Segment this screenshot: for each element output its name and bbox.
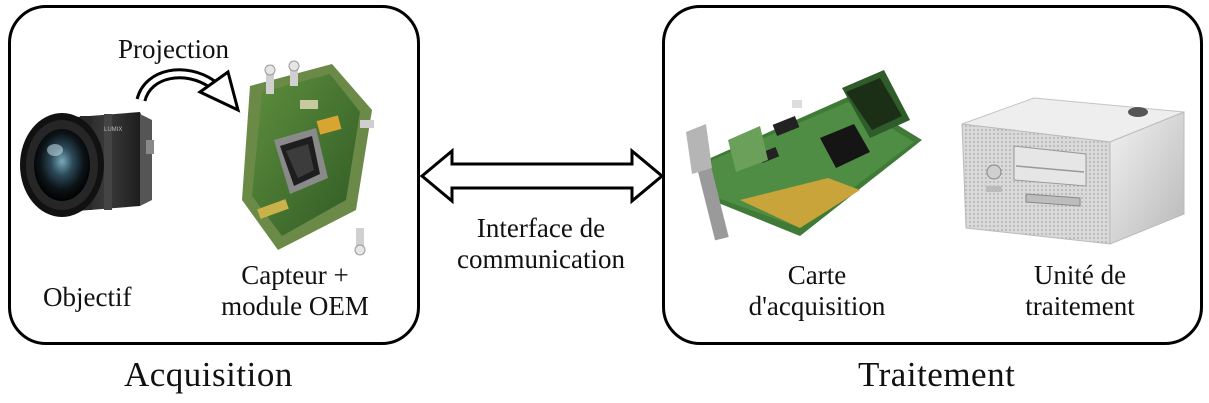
processing-title: Traitement bbox=[858, 355, 1016, 394]
card-label-line1: Carte bbox=[787, 260, 847, 290]
projection-label: Projection bbox=[118, 34, 229, 64]
lens-label: Objectif bbox=[43, 282, 132, 312]
unit-label-line2: traitement bbox=[1025, 290, 1135, 321]
bidirectional-arrow bbox=[419, 147, 665, 205]
acquisition-title: Acquisition bbox=[124, 355, 293, 394]
card-label: Carte d'acquisition bbox=[737, 260, 897, 321]
card-label-line2: d'acquisition bbox=[748, 290, 886, 321]
unit-label: Unité de traitement bbox=[1000, 260, 1160, 321]
sensor-module-image bbox=[242, 60, 374, 256]
interface-label-line1: Interface de bbox=[476, 213, 606, 243]
interface-label: Interface de communication bbox=[446, 213, 636, 274]
lens-image: LUMIX bbox=[20, 112, 154, 217]
sensor-label-line1: Capteur + bbox=[241, 260, 349, 290]
sensor-label-line2: module OEM bbox=[221, 290, 369, 321]
acquisition-card-image bbox=[686, 70, 922, 241]
projection-arrow bbox=[135, 68, 241, 113]
unit-label-line1: Unité de bbox=[1033, 260, 1127, 290]
sensor-label: Capteur + module OEM bbox=[220, 260, 370, 321]
processing-unit-image bbox=[961, 97, 1185, 245]
interface-label-line2: communication bbox=[457, 243, 625, 274]
lens-brand-text: LUMIX bbox=[104, 127, 122, 133]
